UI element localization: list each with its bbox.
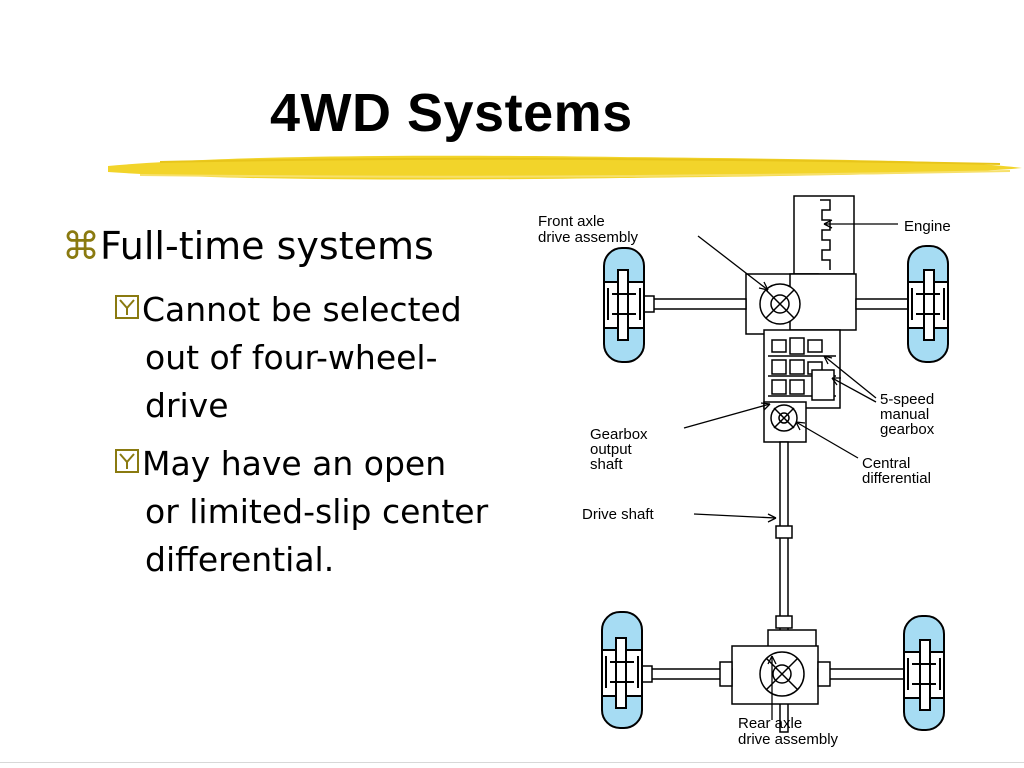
rear-left-wheel — [601, 611, 643, 729]
bullet-full-time: ⌘Full-time systems — [62, 222, 434, 270]
footer-divider — [0, 762, 1024, 763]
rear-axle-shaft-right — [817, 668, 911, 680]
sub-bullet-line: differential. — [145, 540, 335, 579]
rear-right-wheel — [903, 615, 945, 731]
sub-bullet-line: out of four-wheel- — [145, 338, 438, 377]
drive-shaft — [779, 441, 789, 733]
label-engine: Engine — [904, 218, 951, 235]
engine-lower-housing — [789, 273, 857, 331]
sub-bullet-line: drive — [145, 386, 229, 425]
sub-bullet-open-or-limited-slip: May have an open or limited-slip center … — [115, 440, 515, 584]
y-box-icon — [115, 295, 139, 319]
sub-bullet-line: Cannot be selected — [142, 290, 462, 329]
engine-piston-zigzag — [820, 199, 831, 270]
front-axle-shaft-left — [651, 298, 747, 310]
title-underline-brush — [108, 155, 1022, 180]
sub-bullet-line: May have an open — [142, 444, 447, 483]
wheels — [601, 245, 949, 731]
bullet-text: Full-time systems — [100, 224, 434, 268]
sub-bullet-cannot-select: Cannot be selected out of four-wheel- dr… — [115, 286, 515, 430]
leader-lines — [683, 219, 898, 720]
engine-block — [793, 195, 855, 275]
command-key-icon: ⌘ — [62, 224, 100, 268]
front-left-wheel — [603, 247, 645, 363]
y-box-icon — [115, 449, 139, 473]
front-right-wheel — [907, 245, 949, 363]
slide-title: 4WD Systems — [270, 83, 633, 143]
label-drive-shaft: Drive shaft — [582, 506, 655, 523]
sub-bullet-line: or limited-slip center — [145, 492, 489, 531]
